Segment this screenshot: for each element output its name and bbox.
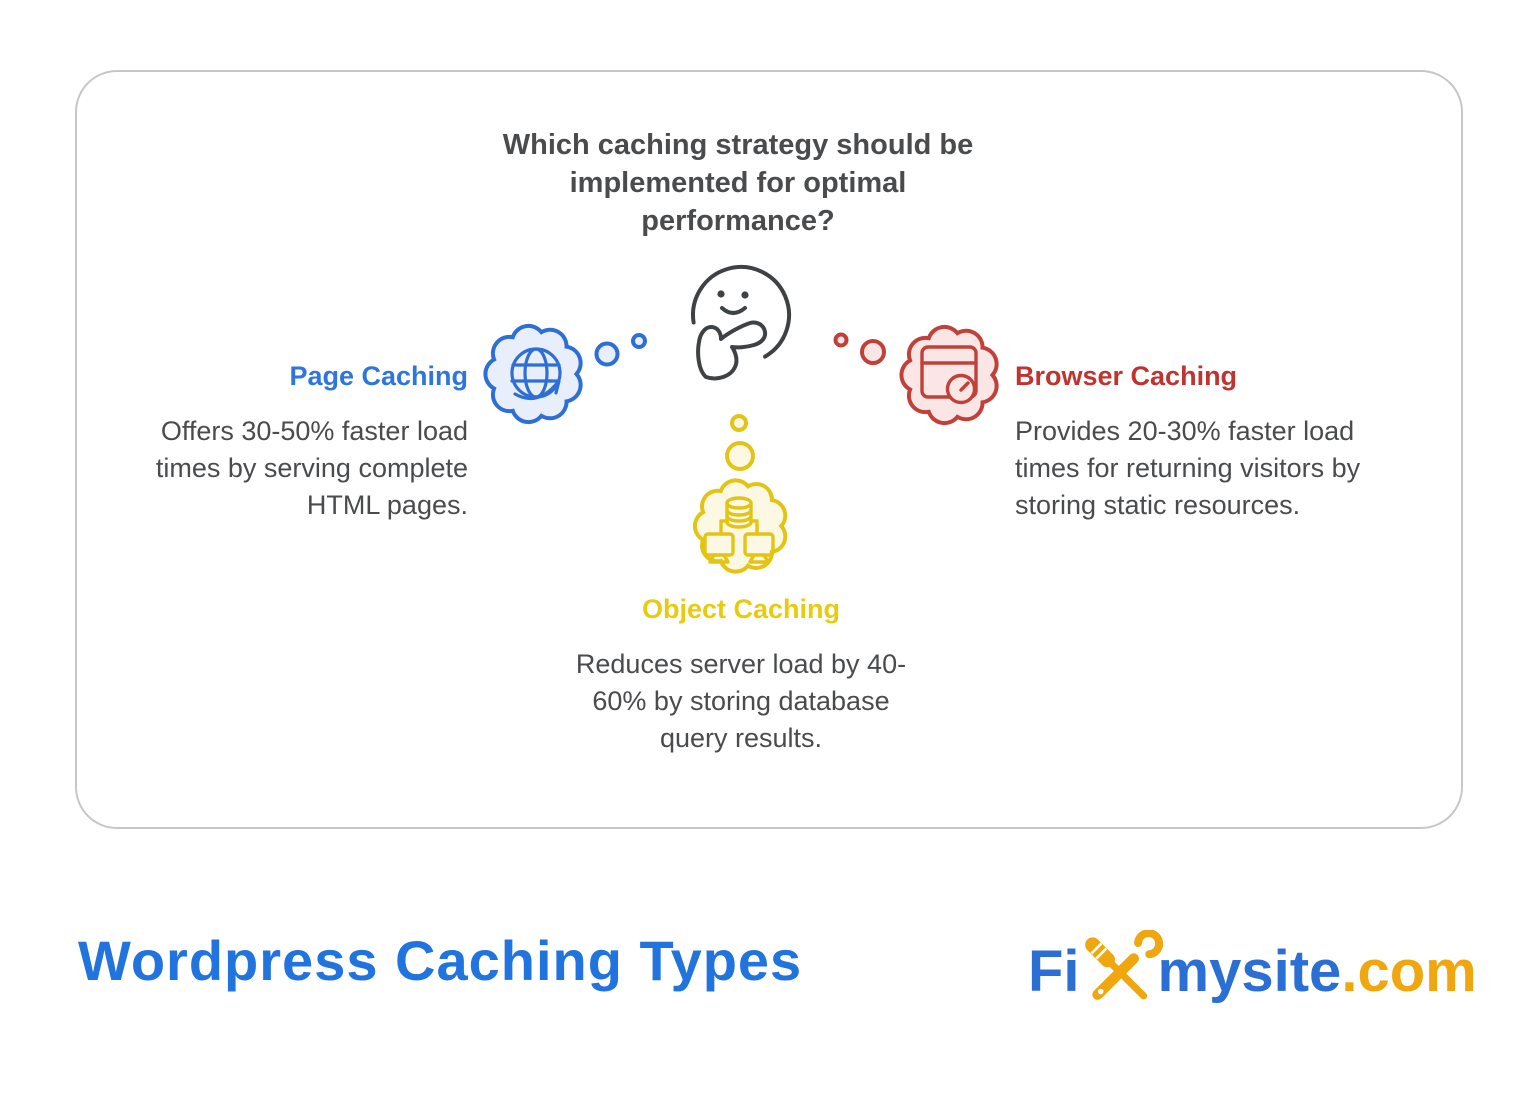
- browser-window-clock-icon: [920, 345, 978, 405]
- page-caching-thought-bubble: [485, 326, 647, 422]
- thought-trail-circle: [594, 341, 620, 367]
- thought-trail-circle: [833, 332, 849, 348]
- thinking-face-icon: [691, 265, 792, 381]
- thought-trail-circle: [725, 441, 755, 471]
- thought-trail-circle: [631, 333, 647, 349]
- globe-arrow-icon: [510, 347, 562, 401]
- object-caching-title: Object Caching: [641, 594, 841, 624]
- thought-trail-circle: [860, 339, 886, 365]
- crossed-tools-icon: [1084, 930, 1163, 1000]
- object-caching-description: Reduces server load by 40- 60% by storin…: [575, 649, 907, 753]
- browser-caching-title: Browser Caching: [1015, 361, 1238, 391]
- fixmysite-logo: Fi mysite .com: [1028, 924, 1477, 1018]
- thought-trail-circle: [730, 414, 748, 432]
- browser-caching-thought-bubble: [833, 327, 997, 423]
- object-caching-thought-bubble: [695, 414, 785, 572]
- browser-caching-description: Provides 20-30% faster load times for re…: [1015, 416, 1361, 520]
- question-title: Which caching strategy should be impleme…: [502, 129, 974, 237]
- logo-text-com: .com: [1341, 938, 1477, 1004]
- logo-text-fi: Fi: [1028, 938, 1080, 1004]
- database-servers-icon: [703, 496, 775, 564]
- infographic-card: [75, 70, 1463, 829]
- page-caching-description: Offers 30-50% faster load times by servi…: [155, 416, 468, 520]
- logo-text-mysite: mysite: [1157, 938, 1342, 1004]
- page-caching-title: Page Caching: [289, 361, 468, 391]
- infographic-main-title: Wordpress Caching Types: [78, 929, 803, 992]
